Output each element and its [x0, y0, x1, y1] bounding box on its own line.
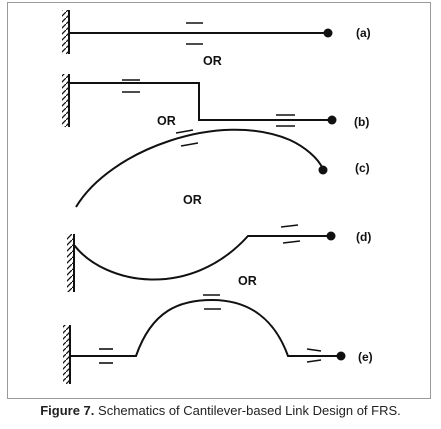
load-marker-c [175, 129, 199, 147]
load-marker-e-right [306, 348, 322, 363]
variant-c: (c) [75, 128, 370, 208]
variant-a: (a) [62, 10, 371, 54]
load-marker-e-left [99, 348, 113, 364]
variant-label-c: (c) [355, 161, 370, 175]
load-marker-b-upper [122, 79, 140, 93]
load-marker-b-lower [276, 114, 295, 127]
or-separator-4: OR [238, 274, 257, 288]
link-beam-e [70, 298, 340, 357]
figure-frame [7, 2, 431, 399]
fixed-wall-e [63, 325, 71, 384]
fixed-wall-a [62, 10, 70, 54]
tip-mass-d [326, 231, 336, 241]
variant-label-d: (d) [356, 230, 371, 244]
fixed-wall-b [62, 74, 70, 127]
variant-d: (d) [67, 224, 371, 292]
tip-mass-c [318, 165, 328, 175]
tip-mass-e [336, 351, 346, 361]
fixed-wall-d [67, 234, 75, 292]
variant-label-b: (b) [354, 115, 369, 129]
tip-mass-b [327, 115, 337, 125]
variant-label-e: (e) [358, 350, 373, 364]
or-separator-3: OR [183, 193, 202, 207]
or-separator-2: OR [157, 114, 176, 128]
or-separator-1: OR [203, 54, 222, 68]
variant-label-a: (a) [356, 26, 371, 40]
link-beam-d [73, 235, 330, 281]
load-marker-d [280, 224, 301, 244]
caption-label: Figure 7. [40, 403, 95, 418]
variant-b: (b) [62, 74, 369, 129]
link-beam-b [69, 82, 332, 121]
load-marker-a [186, 22, 203, 45]
link-beam-c [75, 128, 324, 208]
caption-text: Schematics of Cantilever-based Link Desi… [94, 403, 401, 418]
figure-caption: Figure 7. Schematics of Cantilever-based… [0, 403, 441, 418]
variant-e: (e) [63, 294, 373, 384]
tip-mass-a [323, 28, 333, 38]
cantilever-link-diagram: (a) OR (b) OR (c) OR [62, 10, 373, 384]
load-marker-e-top [203, 294, 221, 310]
